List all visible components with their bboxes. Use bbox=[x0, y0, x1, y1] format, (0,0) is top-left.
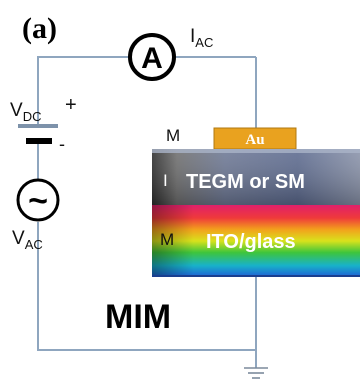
dc-plus-sign: + bbox=[65, 94, 77, 116]
ammeter-icon: A bbox=[128, 33, 176, 81]
ammeter-symbol: A bbox=[141, 42, 163, 75]
substrate-shadow bbox=[152, 205, 360, 277]
substrate-bottom-edge bbox=[152, 275, 360, 277]
substrate-label: ITO/glass bbox=[206, 231, 296, 253]
ground-icon bbox=[244, 367, 268, 379]
dc-voltage-main: V bbox=[10, 100, 23, 121]
wire-bottom bbox=[37, 222, 256, 351]
insulator-label: TEGM or SM bbox=[186, 171, 305, 193]
ac-current-main: I bbox=[190, 26, 195, 47]
insulator-shade bbox=[152, 149, 360, 205]
dc-minus-sign: - bbox=[59, 134, 65, 154]
insulator-letter: I bbox=[163, 171, 168, 190]
wire-top bbox=[37, 56, 128, 125]
ac-current-label: IAC bbox=[190, 26, 213, 50]
ac-source-icon: ~ bbox=[16, 178, 60, 222]
circuit-wires bbox=[37, 56, 257, 368]
bottom-metal-letter: M bbox=[160, 230, 174, 249]
structure-label: MIM bbox=[105, 298, 171, 336]
ac-voltage-label: VAC bbox=[12, 228, 43, 252]
ac-source-symbol: ~ bbox=[28, 182, 48, 220]
panel-label: (a) bbox=[22, 12, 57, 45]
dc-source-icon bbox=[18, 124, 58, 144]
mim-structure: Au M I TEGM or SM M ITO/glass bbox=[152, 126, 360, 277]
dc-voltage-sub: DC bbox=[23, 109, 42, 124]
au-label: Au bbox=[245, 132, 264, 148]
top-metal-letter: M bbox=[166, 126, 180, 145]
dc-voltage-label: VDC bbox=[10, 100, 41, 124]
ac-voltage-sub: AC bbox=[25, 237, 43, 252]
ac-voltage-main: V bbox=[12, 228, 25, 249]
ac-current-sub: AC bbox=[195, 35, 213, 50]
insulator-highlight bbox=[152, 149, 360, 153]
